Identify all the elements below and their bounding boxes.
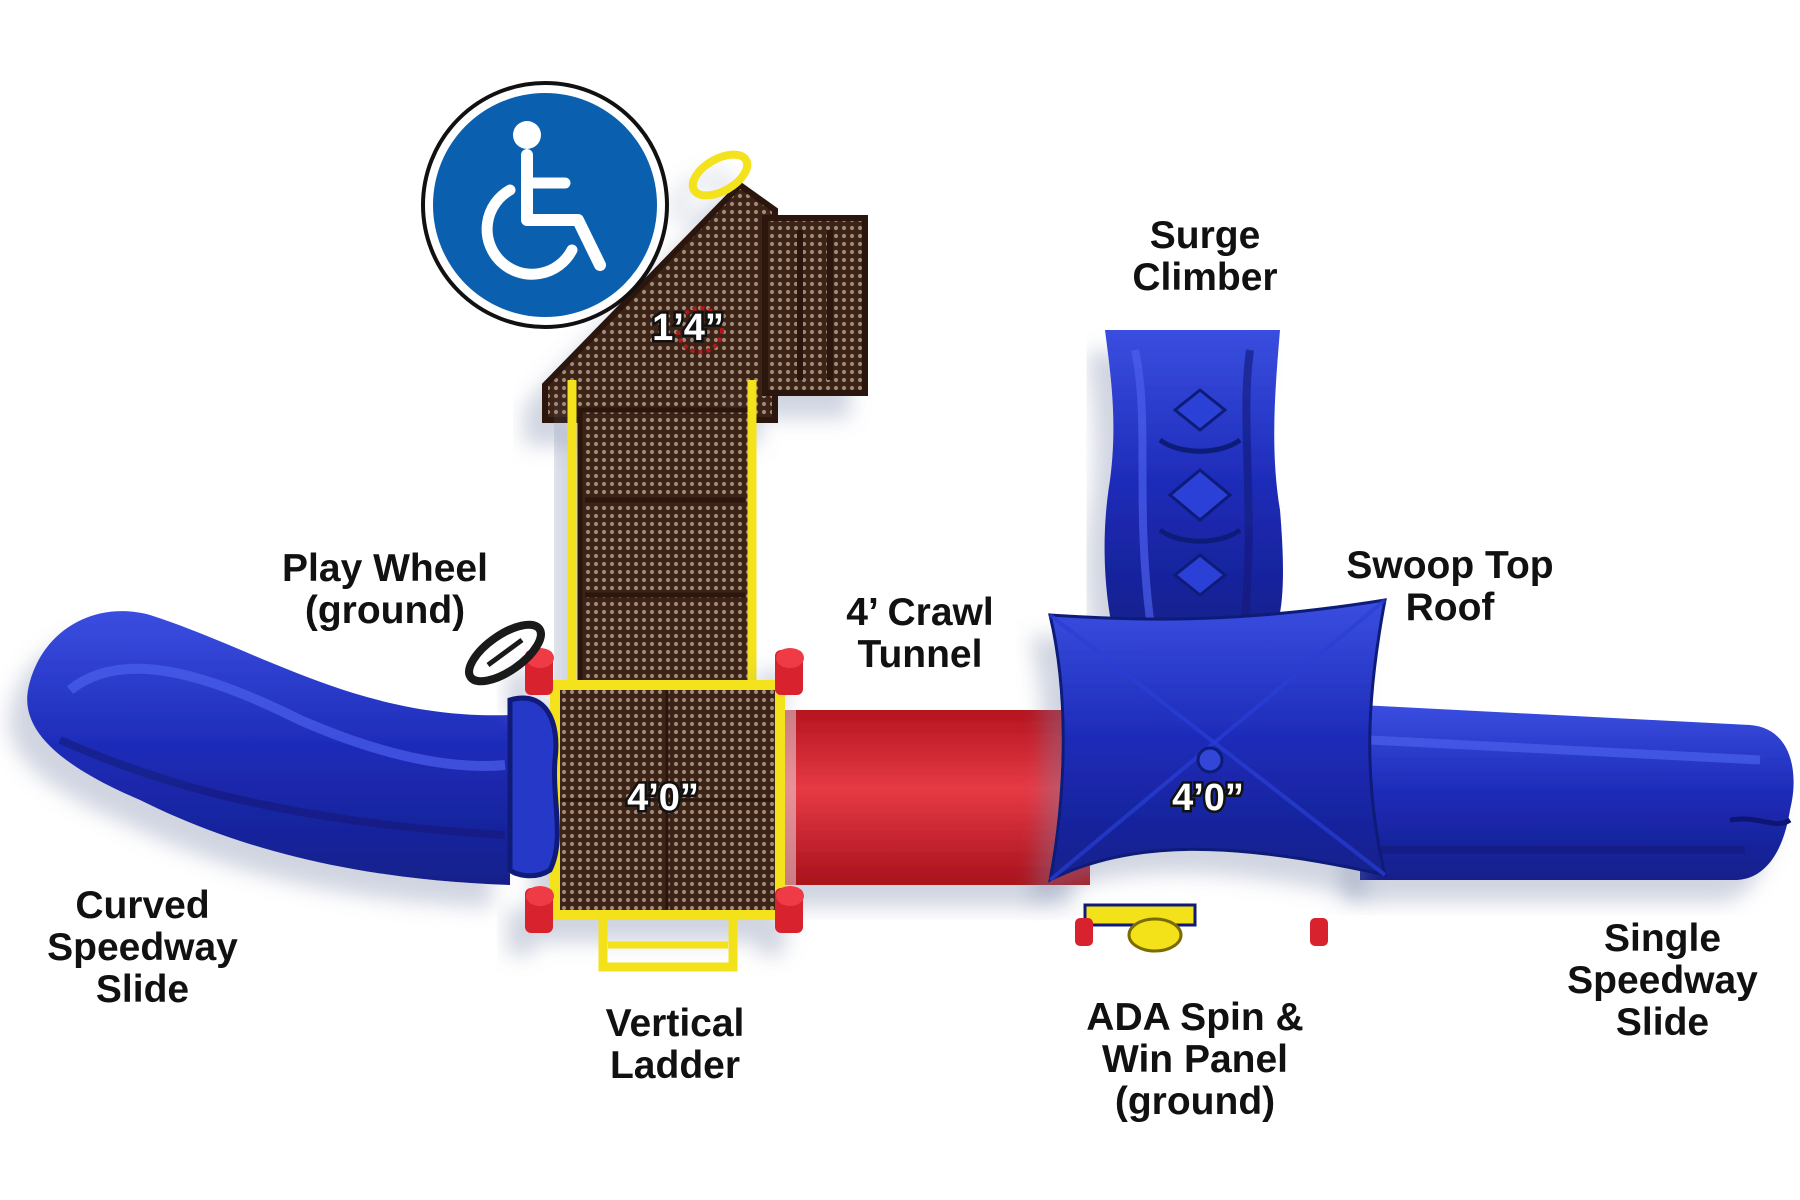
wheelchair-icon (421, 81, 669, 329)
label-line: Curved (75, 884, 210, 927)
label-play-wheel: Play Wheel (ground) (255, 548, 515, 632)
label-line: Climber (1132, 256, 1278, 299)
label-curved-speedway-slide: Curved Speedway Slide (25, 885, 260, 1011)
label-line: 4’ Crawl (846, 591, 994, 634)
right-deck-height: 4’0” (1172, 777, 1244, 819)
label-line: Swoop Top (1346, 544, 1554, 587)
label-line: Slide (95, 968, 190, 1011)
label-line: Surge (1149, 214, 1261, 257)
label-line: Speedway (47, 926, 238, 969)
left-deck-height: 4’0” (627, 777, 699, 819)
upper-deck-height: 1’4” (652, 307, 724, 349)
label-line: Speedway (1567, 959, 1758, 1002)
label-surge-climber: Surge Climber (1105, 215, 1305, 299)
label-crawl-tunnel: 4’ Crawl Tunnel (815, 592, 1025, 676)
transfer-ramp (567, 380, 757, 698)
surge-climber (1104, 330, 1283, 640)
label-line: Ladder (609, 1044, 741, 1087)
label-line: Single (1603, 917, 1722, 960)
label-line: Tunnel (857, 633, 983, 676)
label-line: Play Wheel (282, 547, 488, 590)
label-line: ADA Spin & (1086, 996, 1304, 1039)
label-line: (ground) (304, 589, 466, 632)
crawl-tunnel (780, 710, 1090, 885)
swoop-top-roof (1047, 598, 1388, 883)
label-vertical-ladder: Vertical Ladder (575, 1003, 775, 1087)
upper-ramp-structure (542, 150, 868, 423)
label-line: Slide (1615, 1001, 1710, 1044)
play-wheel (465, 620, 545, 686)
main-deck (525, 648, 804, 933)
slide-hood-left (507, 695, 560, 879)
single-speedway-slide (1360, 705, 1794, 880)
ada-spin-win-panel (1075, 903, 1328, 953)
label-line: Win Panel (1101, 1038, 1288, 1081)
label-line: Vertical (605, 1002, 745, 1045)
label-swoop-top-roof: Swoop Top Roof (1325, 545, 1575, 629)
label-ada-spin-win-panel: ADA Spin & Win Panel (ground) (1065, 997, 1325, 1123)
curved-speedway-slide (27, 611, 510, 885)
label-single-speedway-slide: Single Speedway Slide (1545, 918, 1780, 1044)
label-line: (ground) (1114, 1080, 1276, 1123)
label-line: Roof (1405, 586, 1495, 629)
vertical-ladder (598, 910, 738, 972)
